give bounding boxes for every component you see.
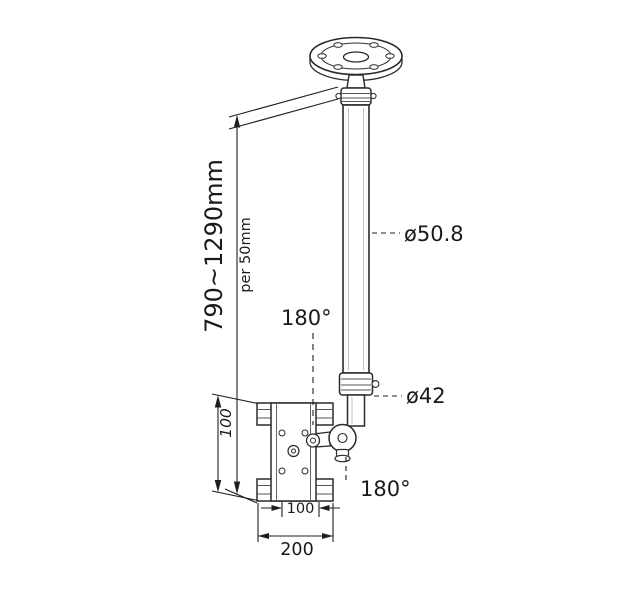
label-bracket-width: 200 bbox=[280, 540, 313, 560]
label-hole-pattern-width: 100 bbox=[287, 501, 315, 517]
label-height-range: 790~1290mm bbox=[200, 159, 228, 333]
ceiling-plate bbox=[309, 36, 403, 82]
dimension-arrows bbox=[214, 114, 333, 539]
main-pole bbox=[342, 104, 370, 374]
pole-top-clamp bbox=[335, 74, 377, 106]
label-height-step: per 50mm bbox=[238, 217, 254, 292]
vesa-screw-holes bbox=[278, 429, 309, 475]
tilt-joint bbox=[313, 423, 357, 463]
flange-bolt-holes bbox=[317, 42, 395, 70]
leader-lines bbox=[312, 232, 402, 481]
label-pole-diameter: ø50.8 bbox=[404, 222, 464, 246]
label-bracket-height: 100 bbox=[217, 408, 235, 438]
label-swivel-bottom: 180° bbox=[360, 477, 411, 501]
label-tube-diameter: ø42 bbox=[406, 384, 446, 408]
label-swivel-top: 180° bbox=[281, 306, 332, 330]
pole-lower-clamp bbox=[338, 372, 380, 396]
vesa-bracket bbox=[256, 402, 334, 502]
lower-tube bbox=[346, 394, 366, 427]
dimension-lines bbox=[211, 86, 340, 542]
